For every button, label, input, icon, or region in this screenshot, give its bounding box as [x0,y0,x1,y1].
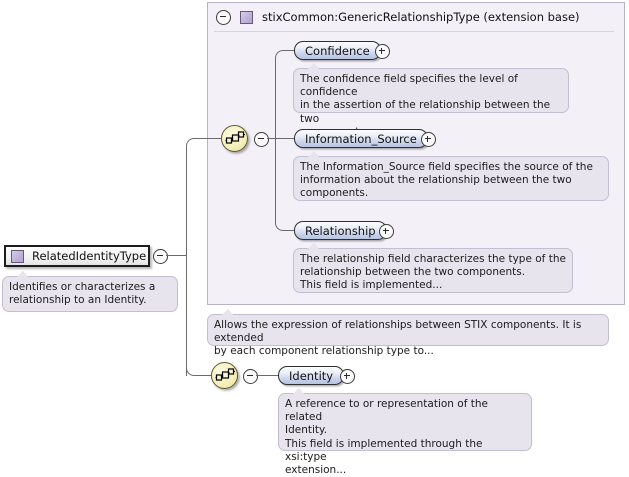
expand-plus-icon-confidence[interactable] [375,44,390,59]
connector-corner-bottom [186,364,198,376]
annotation-information-source: The Information_Source field specifies t… [293,151,609,201]
annotation-pointer [308,63,319,69]
annotation-line: information about the relationship betwe… [300,174,572,187]
annotation-pointer [308,243,319,249]
connector-inner-spine-up [275,58,276,138]
connector-to-confidence [285,50,294,51]
connector-to-relationship [285,230,294,231]
element-label: Confidence [305,43,370,58]
element-box-identity[interactable]: Identity [278,366,345,385]
annotation-confidence: The confidence field specifies the level… [293,63,569,138]
root-type-box[interactable]: RelatedIdentityType [4,245,150,267]
annotation-line: The confidence field specifies the level… [300,73,518,99]
connector-corner-top [186,138,198,150]
element-box-information-source[interactable]: Information_Source [294,129,428,148]
sequence-icon-own-content[interactable] [211,362,238,389]
annotation-line: components. [300,187,369,200]
sequence-icon-extension-base[interactable] [221,125,248,152]
annotation-pointer [17,271,28,277]
expand-plus-icon-information-source[interactable] [421,132,436,147]
annotation-line: by each component relationship type to..… [214,345,434,358]
annotation-line: The Information_Source field specifies t… [300,161,593,173]
annotation-pointer [308,151,319,157]
connector-to-sequence-2 [197,375,221,376]
connector-to-identity [256,375,278,376]
connector-corner-confidence [275,50,286,61]
connector-sequence1-stub [267,138,275,139]
element-label: Information_Source [305,131,417,146]
type-square-icon-root [11,249,24,263]
element-label: Identity [289,368,334,383]
extension-base-title: stixCommon:GenericRelationshipType (exte… [262,10,580,24]
connector-spine-up [186,146,187,255]
annotation-identity: A reference to or representation of the … [278,388,532,476]
annotation-pointer [222,309,233,315]
annotation-root: Identifies or characterizes a relationsh… [2,271,178,312]
collapse-minus-icon-sequence-2[interactable] [243,369,258,384]
sequence-glyph [215,368,235,381]
annotation-line: This field is implemented... [300,279,443,292]
element-box-confidence[interactable]: Confidence [294,41,381,60]
type-square-icon-extension-base [240,10,253,24]
annotation-pointer [293,388,304,394]
annotation-line: The relationship field characterizes the… [300,253,566,265]
sequence-glyph [225,131,245,144]
annotation-line: A reference to or representation of the … [285,398,488,424]
extension-base-header: stixCommon:GenericRelationshipType (exte… [208,3,624,31]
element-label: Relationship [305,223,376,238]
collapse-minus-icon-root[interactable] [153,249,168,264]
annotation-line: Identifies or characterizes a [9,281,156,293]
connector-inner-spine-down [275,138,276,222]
annotation-line: relationship between the two components. [300,266,526,279]
annotation-line: This field is implemented through the xs… [285,437,483,463]
connector-root-stub [166,255,186,256]
expand-plus-icon-relationship[interactable] [379,224,394,239]
expand-plus-icon-identity[interactable] [340,369,355,384]
connector-to-information-source [276,138,294,139]
collapse-minus-icon-sequence-1[interactable] [254,132,269,147]
root-type-label: RelatedIdentityType [32,249,147,263]
connector-corner-relationship [275,220,286,231]
annotation-line: Allows the expression of relationships b… [214,319,582,345]
annotation-line: Identity. [285,424,328,437]
annotation-line: relationship to an Identity. [9,294,147,307]
annotation-line: extension... [285,464,347,477]
connector-to-sequence-1 [197,138,221,139]
annotation-line: in the assertion of the relationship bet… [300,99,551,125]
annotation-relationship: The relationship field characterizes the… [293,243,573,293]
element-box-relationship[interactable]: Relationship [294,221,387,240]
header-divider [214,31,614,32]
connector-spine-down [186,255,187,376]
annotation-extension-base: Allows the expression of relationships b… [207,309,609,357]
collapse-minus-icon-extension-base[interactable] [216,9,231,25]
